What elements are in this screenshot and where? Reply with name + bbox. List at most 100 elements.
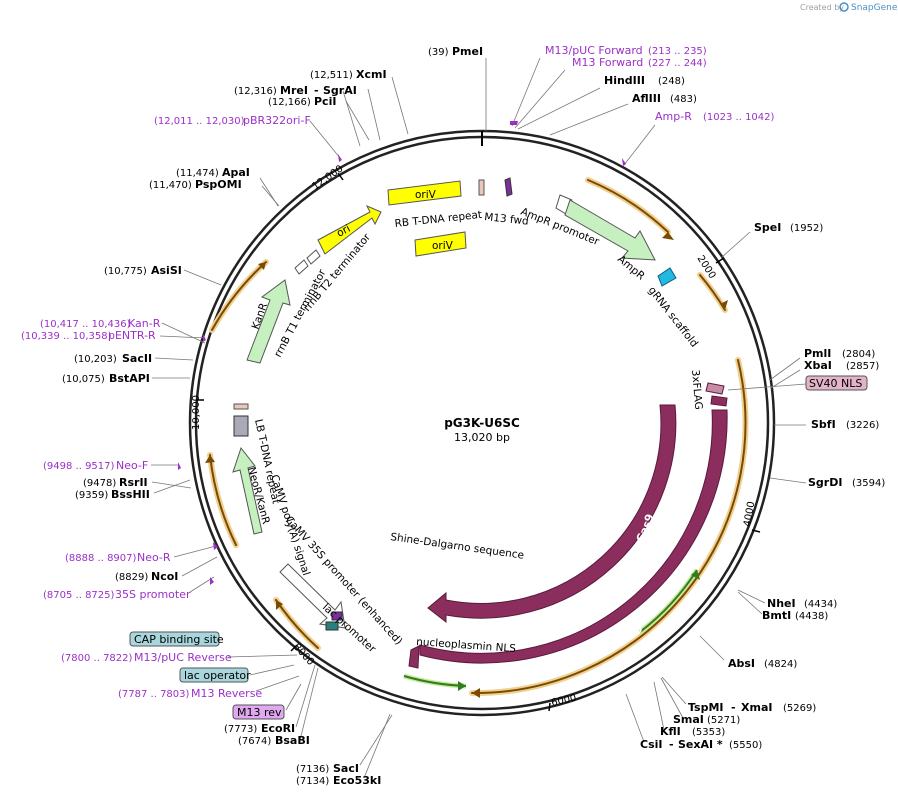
site-sacii[interactable]: SacII bbox=[122, 352, 152, 365]
lb-tdna-feature[interactable] bbox=[233, 403, 249, 410]
nucleoplasmin-nls-feature[interactable] bbox=[408, 645, 420, 669]
primer-m13-rev-range: (7787 .. 7803) bbox=[118, 689, 190, 700]
site-tspmi-pos: (5269) bbox=[783, 703, 816, 714]
primer-m13puc-rev-range: (7800 .. 7822) bbox=[61, 653, 133, 664]
site-apai-pos: (11,474) bbox=[176, 168, 219, 179]
snapgene-logo-icon bbox=[839, 2, 849, 12]
primer-neo-r-range: (8888 .. 8907) bbox=[65, 553, 137, 564]
primer-pbr322[interactable]: pBR322ori-F bbox=[243, 114, 311, 127]
site-eco53ki[interactable]: Eco53kI bbox=[333, 774, 381, 787]
site-xbai-pos: (2857) bbox=[846, 361, 879, 372]
site-tspmi[interactable]: TspMI bbox=[688, 701, 724, 714]
primer-35s-range: (8705 .. 8725) bbox=[43, 590, 115, 601]
primer-neo-f-range: (9498 .. 9517) bbox=[43, 461, 115, 472]
rrnb-t1-feature[interactable] bbox=[294, 259, 309, 275]
tick-label-12000: 12,000 bbox=[310, 163, 345, 192]
site-pspomi-pos: (11,470) bbox=[149, 180, 192, 191]
m13-fwd-feature[interactable] bbox=[504, 177, 513, 197]
site-mrei[interactable]: MreI bbox=[280, 84, 308, 97]
site-xmai[interactable]: XmaI bbox=[741, 701, 772, 714]
primer-neo-f[interactable]: Neo-F bbox=[116, 459, 148, 472]
camv-polya-feature[interactable] bbox=[233, 415, 249, 437]
sv40-nls-feature[interactable] bbox=[710, 395, 728, 407]
site-sbfi[interactable]: SbfI bbox=[811, 418, 836, 431]
primer-m13-fwd[interactable]: M13 Forward bbox=[572, 56, 643, 69]
site-smai[interactable]: SmaI bbox=[673, 713, 704, 726]
site-pmei-pos: (39) bbox=[428, 47, 449, 58]
site-xcmi[interactable]: XcmI bbox=[356, 68, 387, 81]
primer-kan-r[interactable]: Kan-R bbox=[128, 317, 161, 330]
site-pspomi[interactable]: PspOMI bbox=[195, 178, 242, 191]
site-saci[interactable]: SacI bbox=[333, 762, 359, 775]
lac-operator-label: lac operator bbox=[184, 669, 251, 682]
oriv-label-1: oriV bbox=[415, 189, 437, 201]
rb-tdna-feature[interactable] bbox=[478, 179, 485, 196]
kanr-feature[interactable] bbox=[246, 279, 291, 364]
site-asisi-pos: (10,775) bbox=[104, 266, 147, 277]
site-csii[interactable]: CsiI bbox=[640, 738, 662, 751]
site-bsabi-pos: (7674) bbox=[238, 736, 271, 747]
site-kfli-pos: (5353) bbox=[692, 727, 725, 738]
site-rsrii[interactable]: RsrII bbox=[119, 476, 148, 489]
site-bsshii[interactable]: BssHII bbox=[111, 488, 150, 501]
site-saci-pos: (7136) bbox=[296, 764, 329, 775]
ori-feature[interactable] bbox=[317, 205, 382, 255]
site-sbfi-pos: (3226) bbox=[846, 420, 879, 431]
oriv-feature-2[interactable] bbox=[414, 231, 467, 257]
site-apai[interactable]: ApaI bbox=[222, 166, 250, 179]
site-pmli[interactable]: PmlI bbox=[804, 347, 831, 360]
m13-rev-box[interactable] bbox=[232, 704, 285, 720]
site-asisi[interactable]: AsiSI bbox=[151, 264, 182, 277]
neor-kanr-feature[interactable] bbox=[232, 446, 263, 535]
cas9-feature-outer[interactable] bbox=[419, 409, 728, 664]
site-hindiii[interactable]: HindIII bbox=[604, 74, 645, 87]
site-ncoi[interactable]: NcoI bbox=[151, 570, 178, 583]
primer-neo-r[interactable]: Neo-R bbox=[137, 551, 171, 564]
primer-pentr-r[interactable]: pENTR-R bbox=[108, 329, 156, 342]
grna-scaffold-feature[interactable] bbox=[657, 267, 677, 287]
site-bstapi-pos: (10,075) bbox=[62, 374, 105, 385]
m13-rev-feature[interactable] bbox=[331, 611, 343, 621]
primer-35s[interactable]: 35S promoter bbox=[115, 588, 191, 601]
primer-m13puc-fwd[interactable]: M13/pUC Forward bbox=[545, 44, 643, 57]
site-tspmi-sep: - bbox=[731, 701, 736, 714]
site-ncoi-pos: (8829) bbox=[115, 572, 148, 583]
primer-amp-r[interactable]: Amp-R bbox=[655, 110, 692, 123]
site-afliii[interactable]: AflIII bbox=[632, 92, 661, 105]
primer-kan-r-range: (10,417 .. 10,436) bbox=[40, 319, 131, 330]
site-xbai[interactable]: XbaI bbox=[804, 359, 832, 372]
site-ecori[interactable]: EcoRI bbox=[261, 722, 295, 735]
tick-label-10000: 10,000 bbox=[191, 395, 202, 430]
primer-marks bbox=[178, 121, 626, 585]
site-sacii-pos: (10,203) bbox=[74, 354, 117, 365]
cap-binding-box[interactable] bbox=[129, 631, 220, 647]
ampr-feature[interactable] bbox=[564, 199, 656, 261]
oriv-feature-1[interactable] bbox=[387, 180, 462, 206]
credit-brand: SnapGene bbox=[851, 3, 898, 13]
site-csii-sep: - bbox=[669, 738, 674, 751]
site-pmei[interactable]: PmeI bbox=[452, 45, 483, 58]
site-smai-pos: (5271) bbox=[707, 715, 740, 726]
lac-operator-box[interactable] bbox=[179, 667, 249, 683]
site-bmti[interactable]: BmtI bbox=[762, 609, 791, 622]
cap-binding-label: CAP binding site bbox=[134, 633, 224, 646]
shine-dalgarno-label: Shine-Dalgarno sequence bbox=[390, 531, 525, 562]
primer-m13-rev[interactable]: M13 Reverse bbox=[191, 687, 262, 700]
site-sexai[interactable]: SexAI * bbox=[678, 738, 723, 751]
primer-m13puc-rev[interactable]: M13/pUC Reverse bbox=[134, 651, 232, 664]
rrnb-t2-feature[interactable] bbox=[306, 249, 321, 265]
site-spei[interactable]: SpeI bbox=[754, 221, 781, 234]
site-kfli[interactable]: KflI bbox=[660, 725, 681, 738]
site-sgrdi[interactable]: SgrDI bbox=[808, 476, 842, 489]
lac-promoter-feature[interactable] bbox=[325, 621, 339, 631]
site-pcii[interactable]: PciI bbox=[314, 95, 336, 108]
site-bsabi[interactable]: BsaBI bbox=[275, 734, 310, 747]
flag-feature[interactable] bbox=[705, 382, 725, 395]
tick-marks bbox=[196, 172, 761, 712]
site-sgrai[interactable]: SgrAI bbox=[323, 84, 357, 97]
sv40-nls-box[interactable] bbox=[805, 375, 868, 391]
site-absi[interactable]: AbsI bbox=[728, 657, 755, 670]
site-bstapi[interactable]: BstAPI bbox=[109, 372, 150, 385]
site-nhei[interactable]: NheI bbox=[767, 597, 796, 610]
cas9-feature-inner[interactable] bbox=[427, 404, 677, 624]
